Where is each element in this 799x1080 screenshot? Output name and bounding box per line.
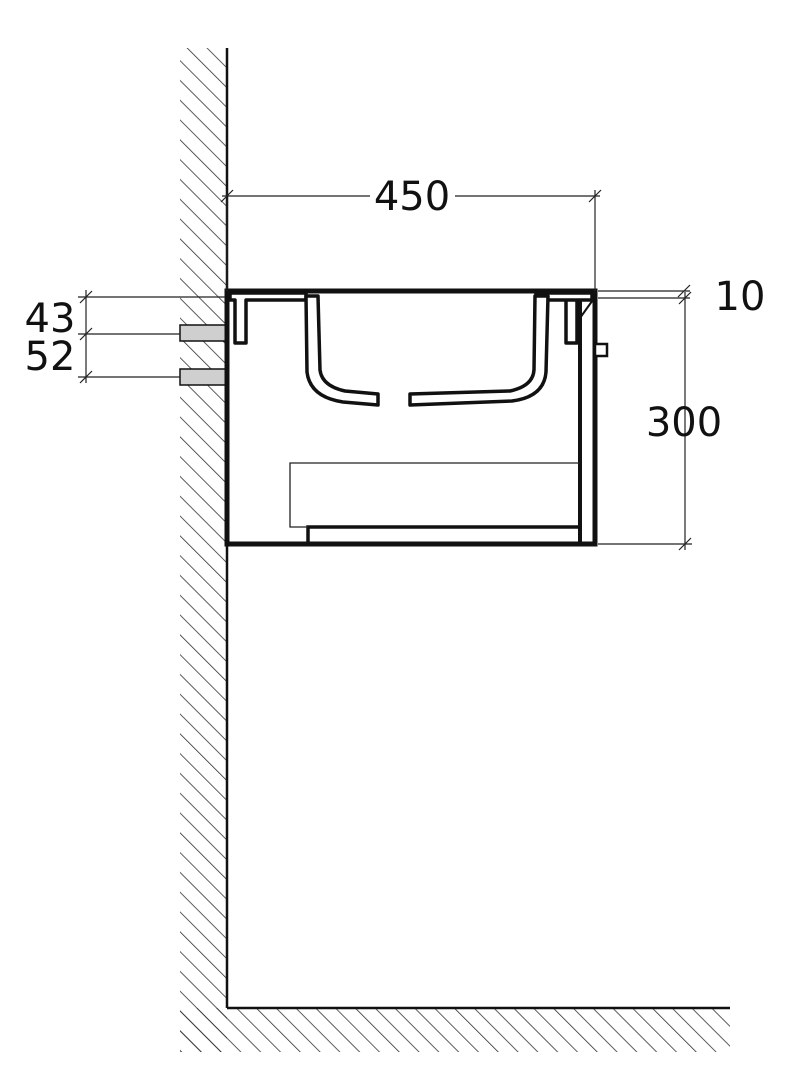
cabinet-body [224, 288, 609, 547]
upper-bolt [179, 324, 227, 342]
width-dimension: 450 [220, 174, 602, 291]
lower-offset-label: 52 [25, 334, 76, 380]
mounting-bolts [179, 324, 227, 386]
handle-knob [593, 342, 609, 358]
width-label: 450 [374, 174, 450, 220]
bolt-offset-dimensions: 43 52 [25, 290, 225, 384]
wall-hatching [180, 48, 730, 1052]
top-thickness-label: 10 [715, 274, 766, 320]
height-label: 300 [646, 400, 722, 446]
top-thickness-dimension: 10 [598, 274, 765, 320]
upper-offset-label: 43 [25, 296, 76, 342]
height-dimension: 300 [598, 291, 722, 551]
basin-profile [228, 291, 594, 407]
lower-bolt [179, 368, 227, 386]
